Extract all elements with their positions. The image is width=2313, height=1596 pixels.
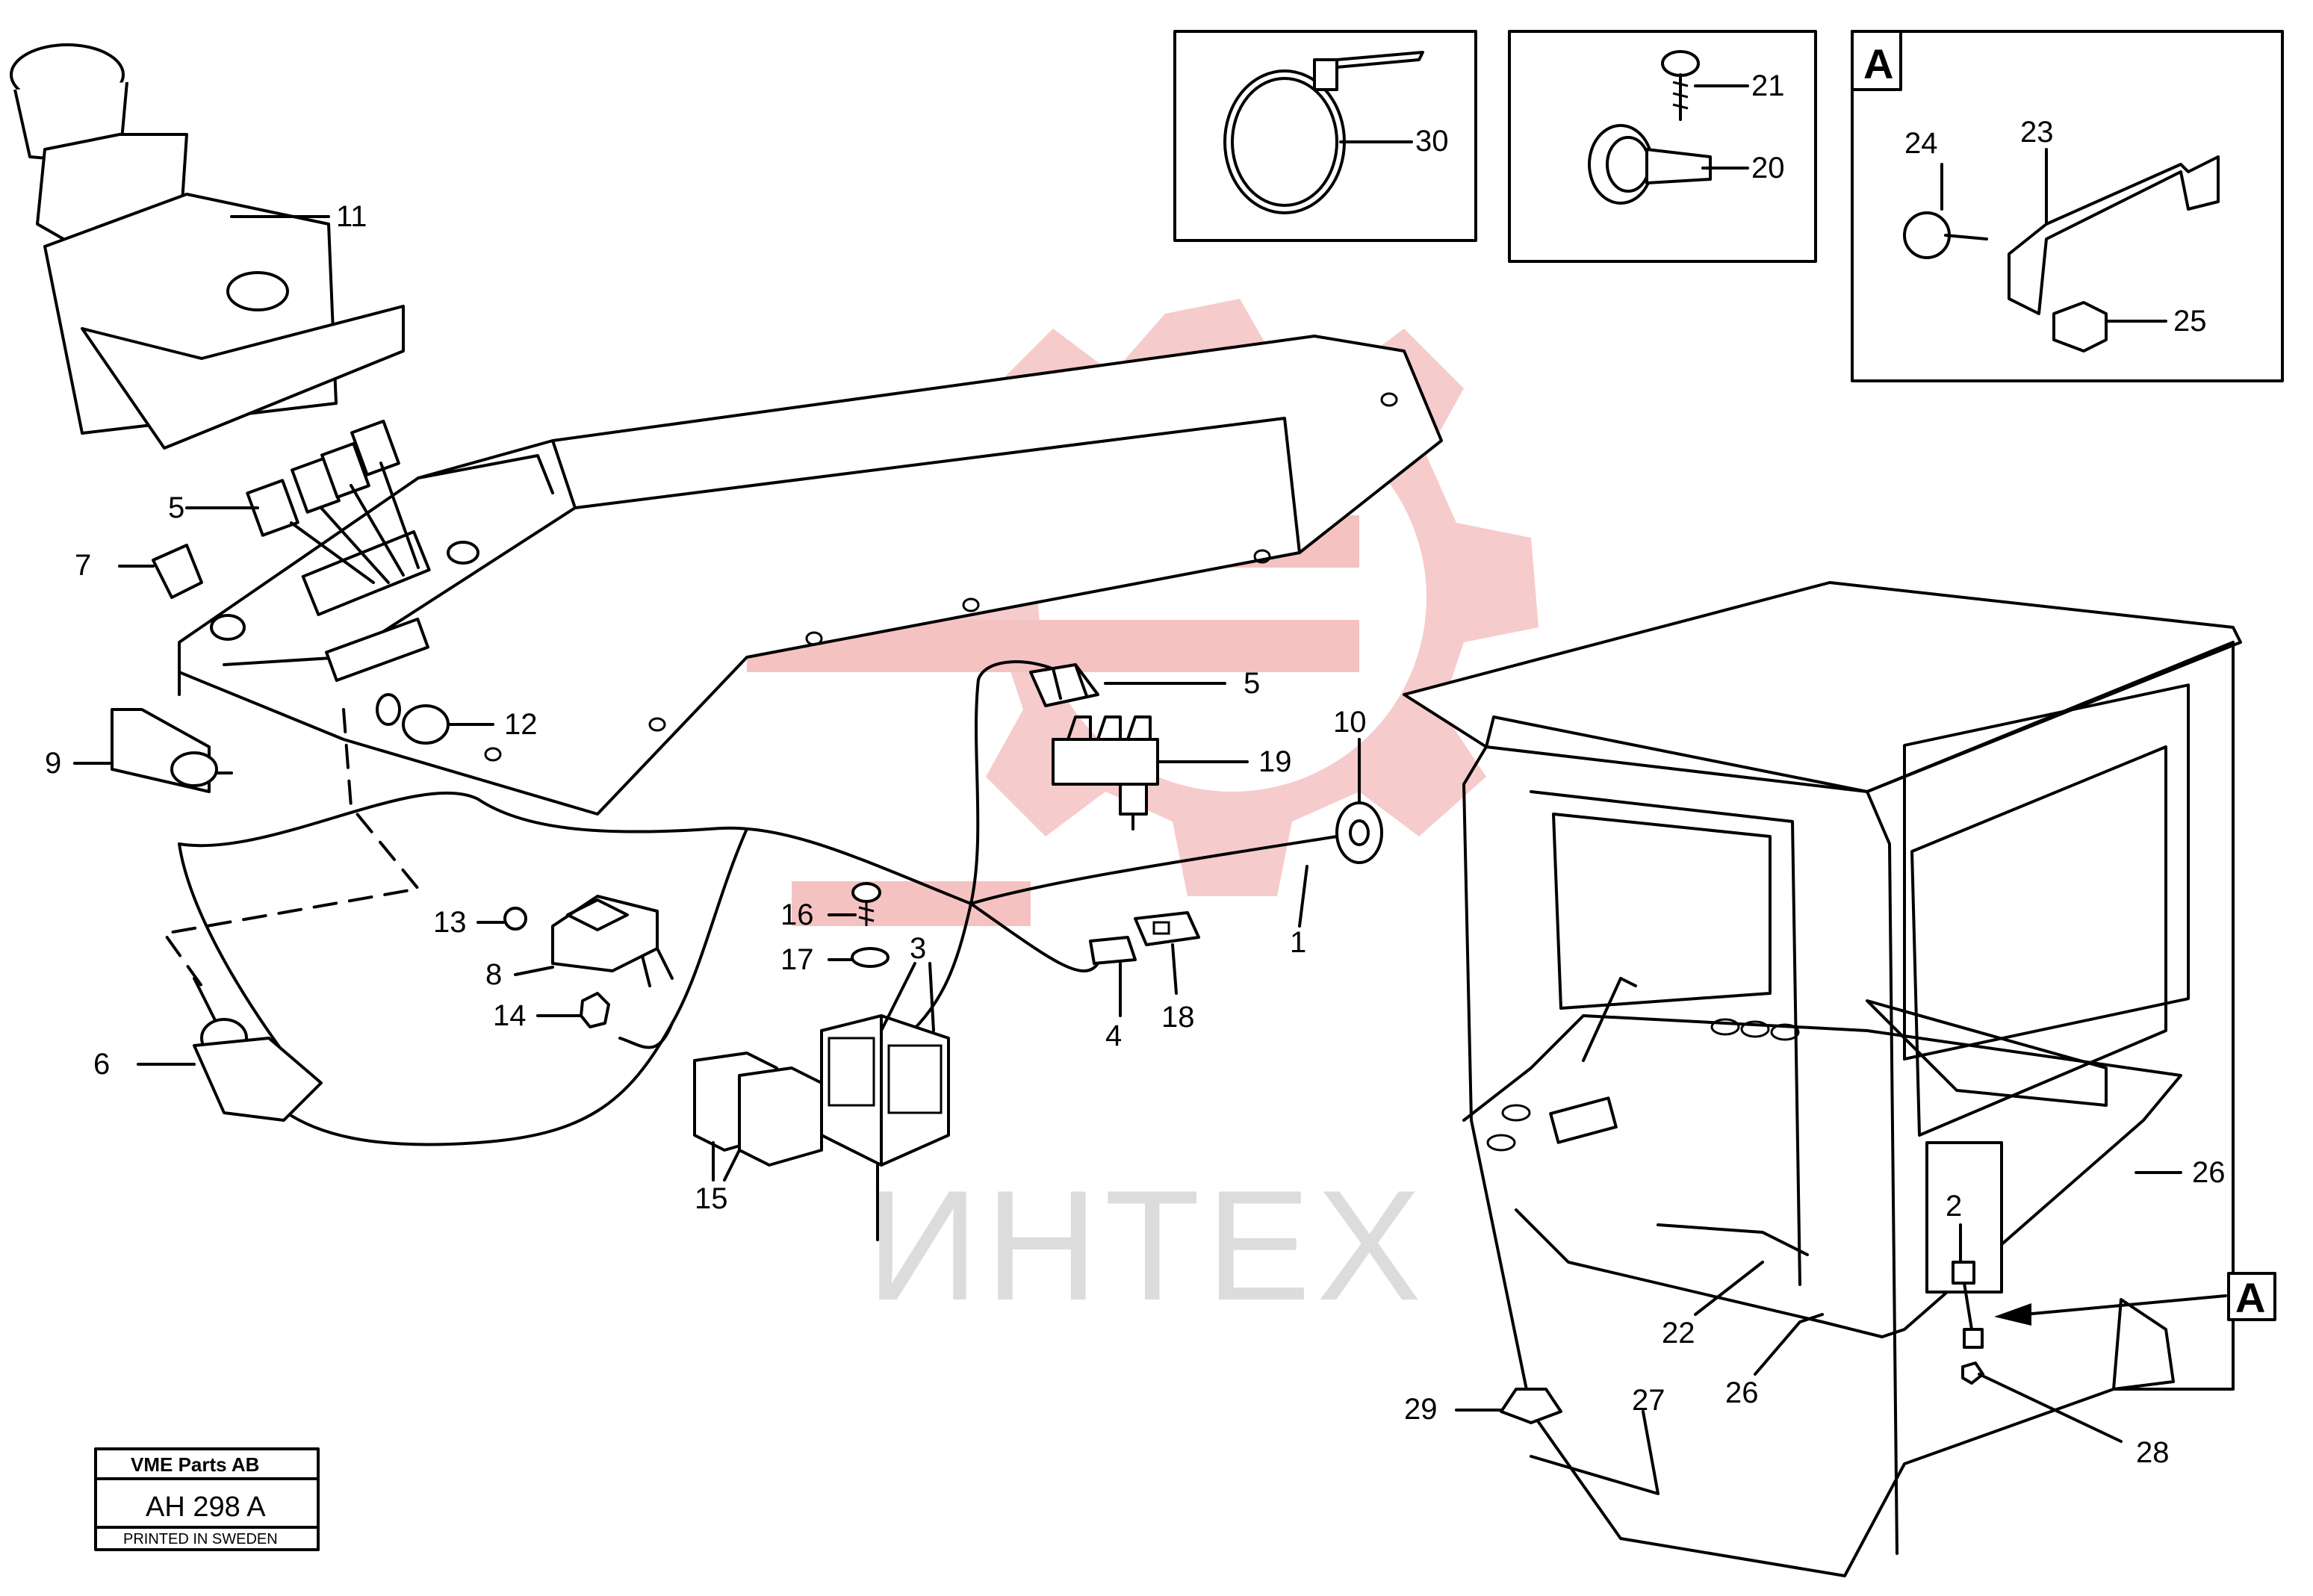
callout-5-upper: 5 bbox=[168, 491, 184, 524]
callout-3: 3 bbox=[910, 932, 926, 965]
callout-21: 21 bbox=[1751, 69, 1785, 102]
title-block-code: AH 298 A bbox=[146, 1491, 266, 1523]
plug-12 bbox=[402, 704, 494, 745]
callout-22: 22 bbox=[1662, 1317, 1695, 1350]
title-block-footer: PRINTED IN SWEDEN bbox=[123, 1531, 278, 1547]
callout-26-right: 26 bbox=[2192, 1156, 2226, 1189]
connector-29 bbox=[1455, 1388, 1562, 1424]
callout-9: 9 bbox=[45, 747, 61, 780]
callout-26-mid: 26 bbox=[1725, 1376, 1759, 1409]
callout-8: 8 bbox=[485, 958, 502, 991]
callout-13: 13 bbox=[433, 906, 467, 939]
callout-23: 23 bbox=[2020, 116, 2054, 149]
nut-14 bbox=[536, 992, 610, 1028]
plug-18 bbox=[1134, 911, 1200, 995]
callout-15: 15 bbox=[695, 1182, 728, 1215]
callout-1: 1 bbox=[1290, 926, 1306, 959]
callout-14: 14 bbox=[493, 999, 527, 1032]
callout-18: 18 bbox=[1161, 1001, 1195, 1034]
detail-box-a bbox=[1851, 30, 2284, 382]
detail-box-clip bbox=[1508, 30, 1817, 263]
callout-10: 10 bbox=[1333, 706, 1367, 739]
callout-27: 27 bbox=[1632, 1384, 1665, 1417]
callout-6: 6 bbox=[93, 1048, 110, 1081]
switch-8 bbox=[514, 895, 674, 987]
watermark-text: ИНТЕХ bbox=[866, 1158, 1427, 1333]
callout-16: 16 bbox=[780, 898, 814, 931]
relays-15 bbox=[693, 1052, 823, 1182]
callout-11: 11 bbox=[336, 200, 367, 233]
callout-4: 4 bbox=[1105, 1019, 1122, 1052]
callout-5-mid: 5 bbox=[1244, 667, 1260, 700]
leader-28 bbox=[1978, 1373, 2123, 1443]
title-block bbox=[94, 1447, 320, 1551]
callout-24: 24 bbox=[1904, 127, 1938, 160]
callout-29: 29 bbox=[1404, 1393, 1438, 1426]
callout-2: 2 bbox=[1946, 1190, 1962, 1223]
washer-17 bbox=[828, 947, 890, 968]
leader-26b bbox=[1754, 1313, 1824, 1376]
connectors-5-upper bbox=[185, 419, 420, 584]
callout-17: 17 bbox=[780, 943, 814, 976]
detail-a-title: A bbox=[1863, 40, 1893, 87]
callout-12: 12 bbox=[504, 708, 538, 741]
callout-19: 19 bbox=[1258, 745, 1292, 778]
joystick-11 bbox=[10, 43, 405, 450]
switch-9 bbox=[73, 708, 233, 793]
arrow-to-detail-a bbox=[1994, 1272, 2276, 1326]
switch-19 bbox=[1052, 715, 1249, 830]
cab bbox=[1403, 581, 2242, 1577]
screw-13 bbox=[476, 907, 527, 931]
callout-28: 28 bbox=[2136, 1436, 2170, 1469]
knob-7 bbox=[118, 544, 203, 599]
title-block-company: VME Parts AB bbox=[131, 1453, 259, 1476]
connector-2 bbox=[1952, 1223, 1984, 1385]
dashed-reference bbox=[163, 708, 420, 987]
console-panel bbox=[178, 335, 1443, 816]
relay-holder-3 bbox=[820, 962, 950, 1241]
detail-box-cable-tie bbox=[1173, 30, 1477, 242]
callout-7: 7 bbox=[75, 549, 91, 582]
screw-16 bbox=[828, 882, 881, 926]
connector-4 bbox=[1089, 936, 1137, 1017]
callout-30: 30 bbox=[1415, 125, 1449, 158]
switch-6 bbox=[137, 977, 323, 1122]
callout-20: 20 bbox=[1751, 152, 1785, 184]
leader-22 bbox=[1694, 1261, 1764, 1316]
leader-27 bbox=[1530, 1410, 1660, 1495]
detail-a-marker: A bbox=[2235, 1274, 2265, 1321]
callout-25: 25 bbox=[2173, 305, 2207, 338]
connector-5-mid bbox=[1029, 663, 1226, 707]
